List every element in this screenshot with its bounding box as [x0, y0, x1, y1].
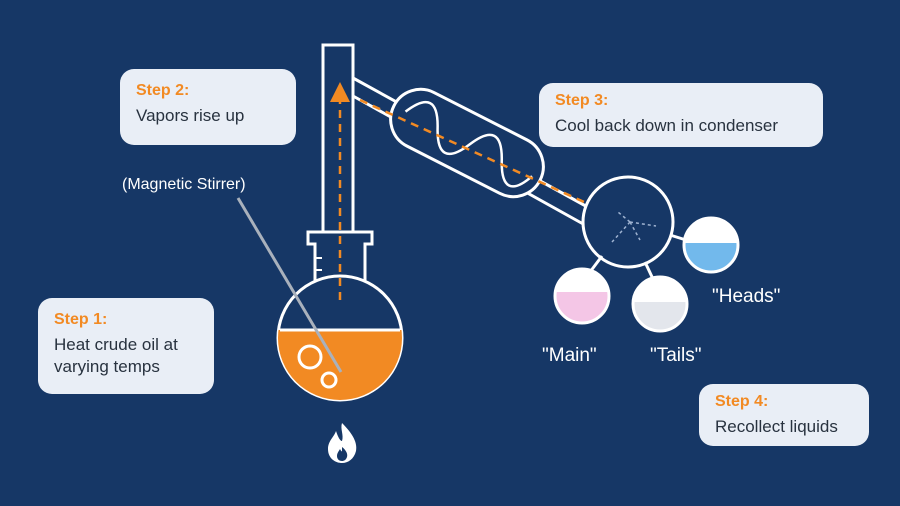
step-4-text: Recollect liquids: [715, 417, 838, 436]
receiver-tails: [631, 275, 689, 333]
collection-sphere: [581, 175, 675, 269]
oil-bubble-large: [297, 344, 323, 370]
condense-arrow: [359, 98, 616, 217]
step-3-text: Cool back down in condenser: [555, 116, 779, 135]
receiver-main: [553, 267, 611, 325]
step-1-line-1: Heat crude oil at: [54, 335, 178, 354]
step-2-text: Vapors rise up: [136, 106, 245, 125]
connector-tails: [643, 261, 655, 280]
step-1-card: Step 1: Heat crude oil at varying temps: [38, 298, 214, 394]
oil-bubble-small: [320, 371, 338, 389]
step-1-title: Step 1:: [54, 311, 108, 328]
stirrer-label: (Magnetic Stirrer): [122, 176, 246, 193]
fractionating-column: [321, 43, 355, 237]
step-2-title: Step 2:: [136, 82, 190, 99]
condenser: [389, 87, 545, 199]
neck-graduation: [315, 257, 322, 271]
stirrer-pointer-line: [236, 197, 343, 373]
main-label: "Main": [542, 345, 597, 366]
step-4-card: Step 4: Recollect liquids: [699, 384, 869, 446]
condenser-coil: [404, 101, 533, 188]
step-2-card: Step 2: Vapors rise up: [120, 69, 296, 145]
receiver-heads: [682, 216, 740, 274]
tails-label: "Tails": [650, 345, 702, 366]
step-1-line-2: varying temps: [54, 357, 160, 376]
step-1-text: Heat crude oil at varying temps: [54, 334, 198, 378]
step-3-card: Step 3: Cool back down in condenser: [539, 83, 823, 147]
flame-icon: [328, 423, 357, 463]
heads-label: "Heads": [712, 286, 781, 307]
step-4-title: Step 4:: [715, 393, 769, 410]
distribution-arrows: [611, 211, 657, 243]
step-3-title: Step 3:: [555, 92, 609, 109]
